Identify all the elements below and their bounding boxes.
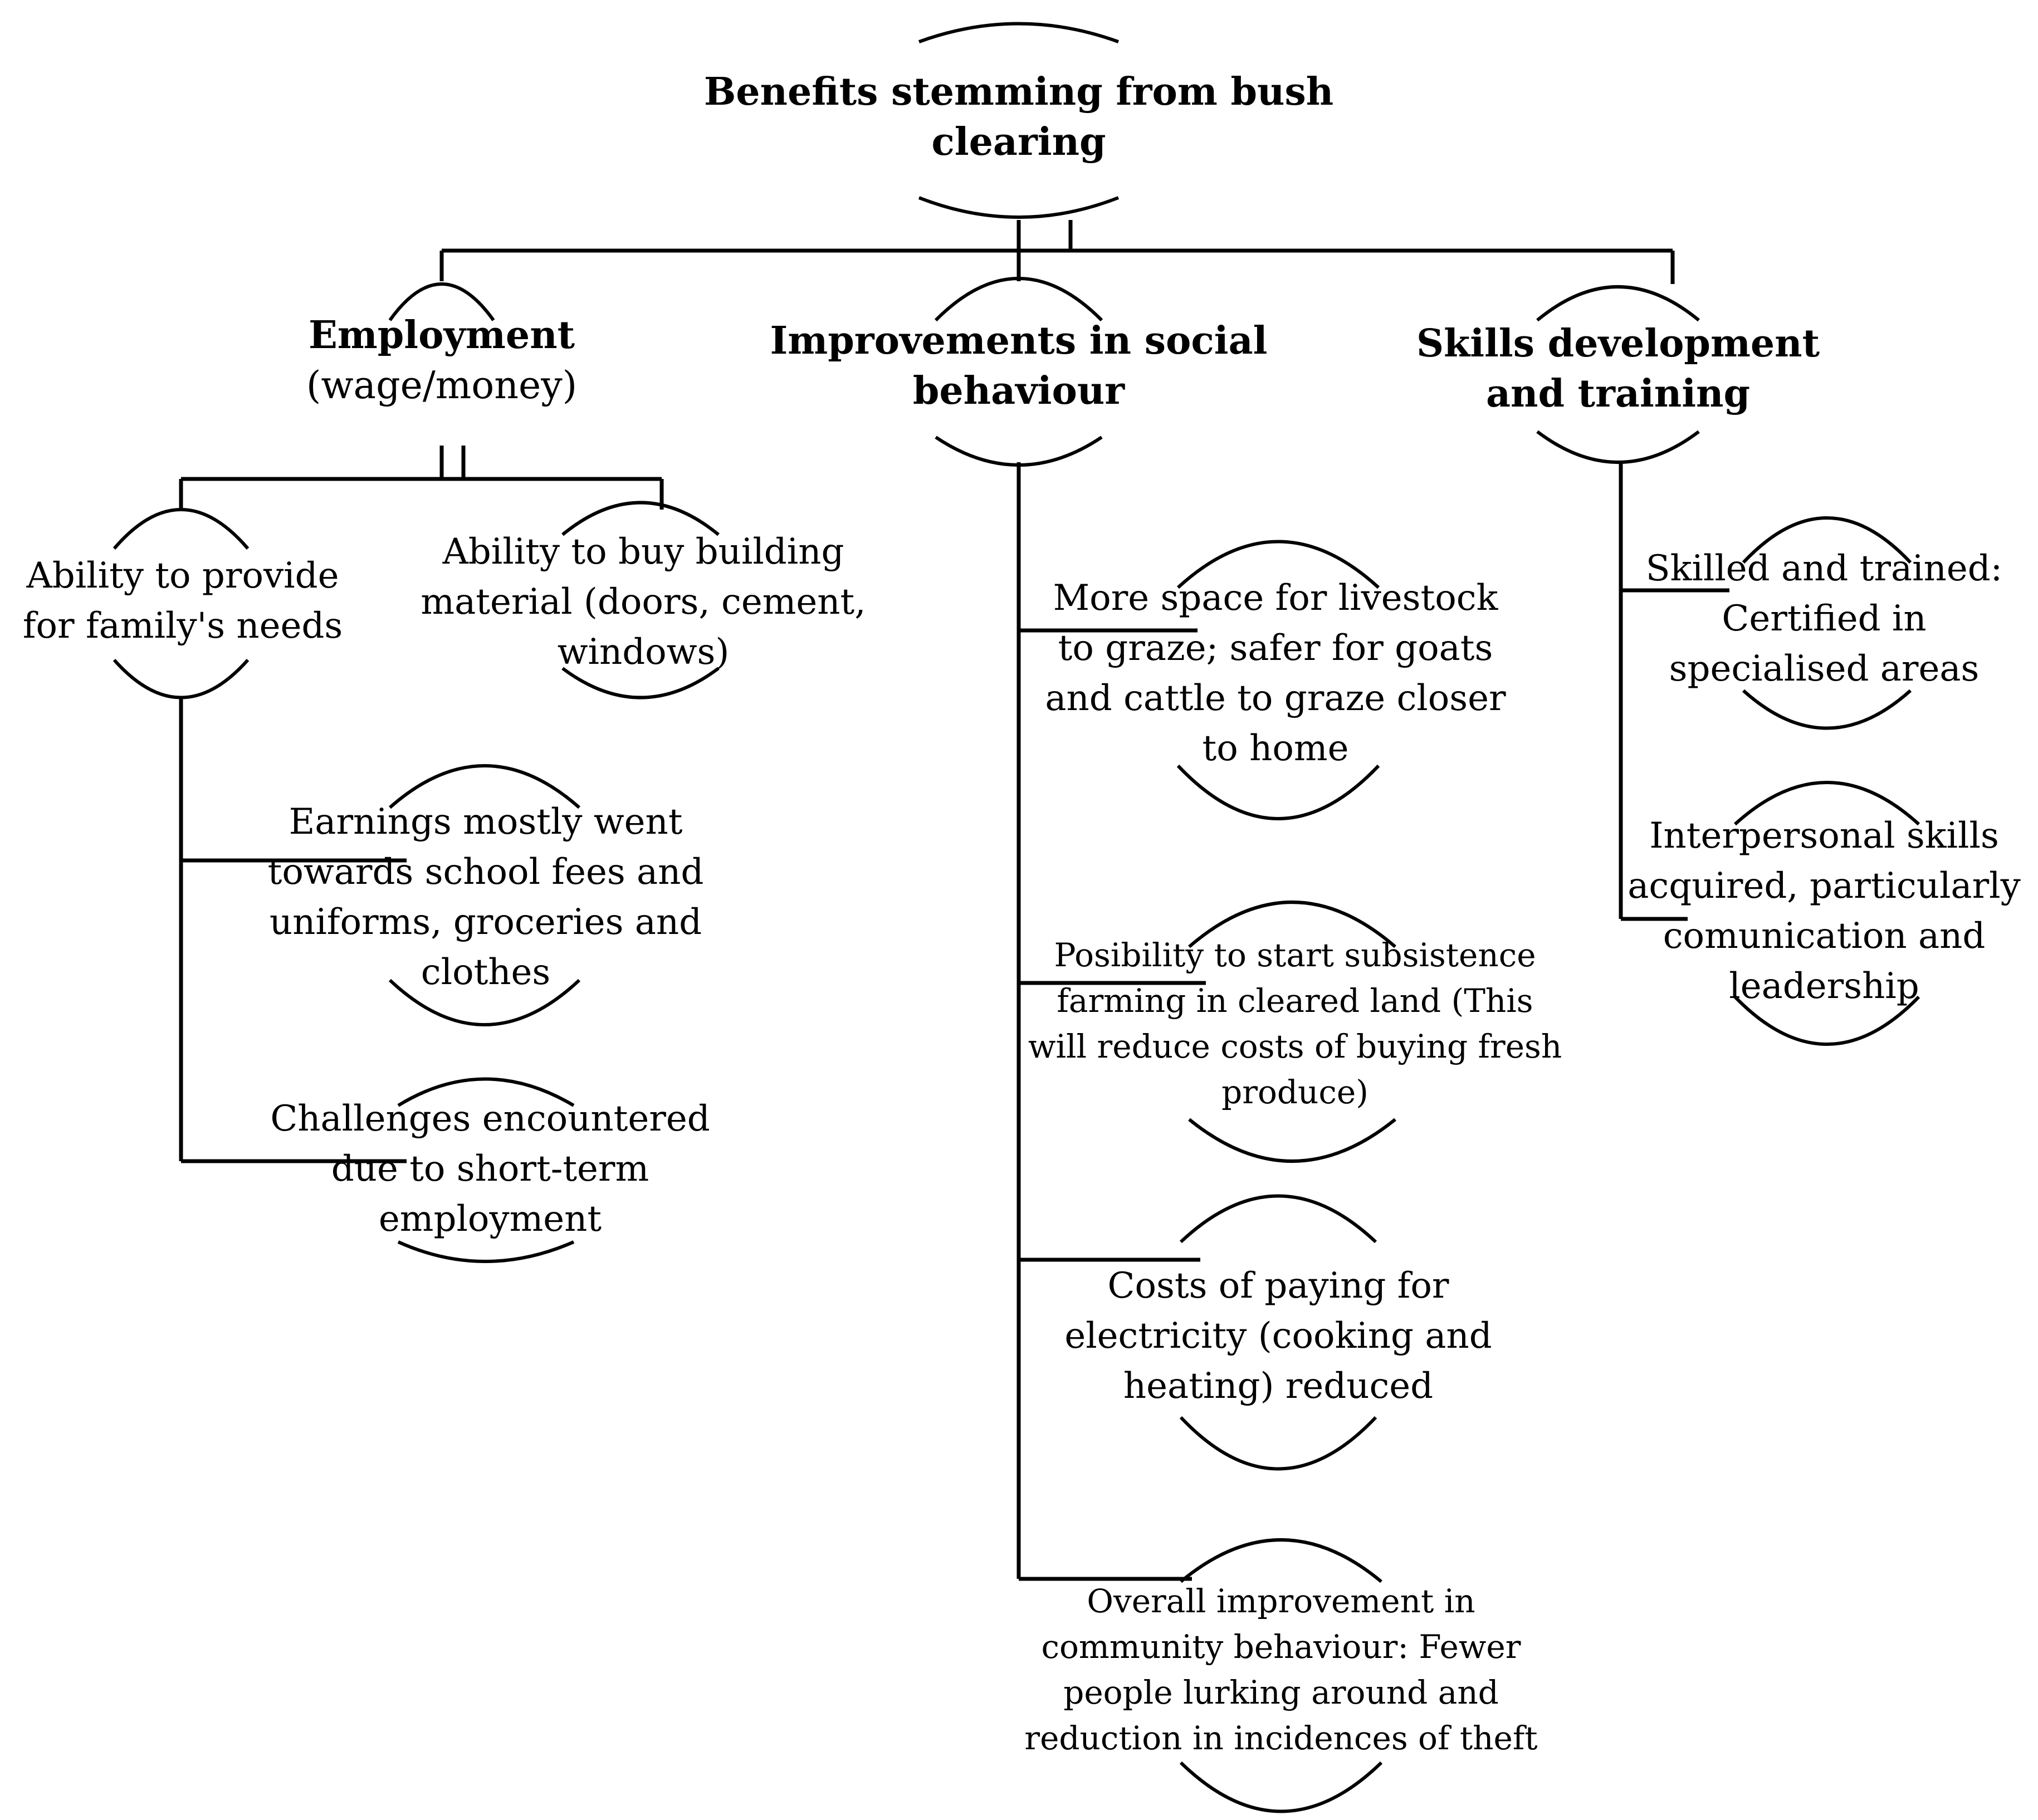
building-node: Ability to buy building material (doors,… xyxy=(421,531,866,673)
community-arc-top xyxy=(1180,1538,1382,1583)
root-label-line-2: clearing xyxy=(931,120,1106,164)
earnings-arc-bottom xyxy=(388,979,581,1026)
root-node: Benefits stemming from bush clearing xyxy=(704,70,1333,164)
root-arc-top xyxy=(918,22,1120,43)
livestock-arc-bottom xyxy=(1176,764,1380,820)
earnings-line-1: Earnings mostly went xyxy=(289,801,683,843)
social-arc-top xyxy=(934,277,1103,322)
earnings-line-4: clothes xyxy=(421,952,551,993)
interpersonal-line-4: leadership xyxy=(1729,966,1919,1007)
earnings-node: Earnings mostly went towards school fees… xyxy=(268,801,704,993)
livestock-arc-top xyxy=(1176,540,1380,589)
earnings-line-2: towards school fees and xyxy=(268,852,704,893)
community-line-3: people lurking around and xyxy=(1063,1674,1499,1711)
earnings-arc-top xyxy=(389,764,580,809)
farming-line-4: produce) xyxy=(1221,1073,1369,1111)
community-arc-bottom xyxy=(1179,1761,1383,1813)
certified-arc-bottom xyxy=(1742,689,1912,730)
farming-arc-top xyxy=(1188,901,1396,948)
building-arc-bottom xyxy=(561,667,720,699)
connector-lines xyxy=(179,220,1729,1581)
provide-line-1: Ability to provide xyxy=(26,555,339,596)
node-arcs xyxy=(113,22,1920,1813)
provide-line-2: for family's needs xyxy=(23,605,343,647)
building-arc-top xyxy=(561,501,720,536)
skills-label-line-2: and training xyxy=(1486,371,1750,416)
interpersonal-arc-top xyxy=(1733,781,1920,826)
livestock-line-2: to graze; safer for goats xyxy=(1058,628,1493,669)
farming-line-2: farming in cleared land (This xyxy=(1057,982,1533,1020)
interpersonal-arc-bottom xyxy=(1733,995,1920,1046)
employment-arc-top xyxy=(388,282,495,321)
skills-arc-bottom xyxy=(1536,430,1700,464)
challenges-line-2: due to short-term xyxy=(331,1148,649,1190)
building-line-3: windows) xyxy=(558,632,730,673)
challenges-arc-top xyxy=(397,1077,575,1107)
community-line-2: community behaviour: Fewer xyxy=(1042,1628,1521,1666)
electricity-arc-bottom xyxy=(1179,1416,1377,1471)
skills-node: Skills development and training xyxy=(1416,321,1820,416)
community-node: Overall improvement in community behavio… xyxy=(1024,1582,1537,1757)
livestock-line-3: and cattle to graze closer xyxy=(1045,678,1506,719)
certified-line-2: Certified in xyxy=(1722,598,1926,639)
skills-arc-top xyxy=(1536,285,1700,322)
challenges-line-3: employment xyxy=(379,1198,602,1240)
farming-arc-bottom xyxy=(1188,1118,1396,1163)
farming-line-3: will reduce costs of buying fresh xyxy=(1028,1028,1562,1065)
challenges-node: Challenges encountered due to short-term… xyxy=(270,1098,710,1240)
livestock-line-4: to home xyxy=(1203,728,1349,769)
provide-arc-top xyxy=(113,508,250,550)
social-node: Improvements in social behaviour xyxy=(770,319,1268,413)
provide-node: Ability to provide for family's needs xyxy=(23,555,343,647)
certified-arc-top xyxy=(1742,516,1912,564)
livestock-line-1: More space for livestock xyxy=(1053,578,1499,619)
certified-line-3: specialised areas xyxy=(1669,648,1980,689)
interpersonal-line-3: comunication and xyxy=(1663,916,1986,957)
farming-line-1: Posibility to start subsistence xyxy=(1054,936,1536,974)
provide-arc-bottom xyxy=(113,659,250,699)
challenges-line-1: Challenges encountered xyxy=(270,1098,710,1139)
electricity-line-1: Costs of paying for xyxy=(1108,1265,1449,1307)
social-label-line-2: behaviour xyxy=(913,369,1125,413)
employment-node: Employment (wage/money) xyxy=(306,313,577,408)
skills-label-line-1: Skills development xyxy=(1416,321,1820,366)
employment-subtitle: (wage/money) xyxy=(306,364,577,408)
electricity-line-2: electricity (cooking and xyxy=(1064,1315,1492,1357)
certified-node: Skilled and trained: Certified in specia… xyxy=(1646,548,2002,689)
social-arc-bottom xyxy=(935,436,1103,467)
electricity-line-3: heating) reduced xyxy=(1123,1366,1433,1407)
social-label-line-1: Improvements in social xyxy=(770,319,1268,363)
root-arc-bottom xyxy=(918,196,1120,219)
interpersonal-node: Interpersonal skills acquired, particula… xyxy=(1628,815,2021,1007)
livestock-node: More space for livestock to graze; safer… xyxy=(1045,578,1506,769)
interpersonal-line-1: Interpersonal skills xyxy=(1649,815,1999,857)
community-line-1: Overall improvement in xyxy=(1087,1582,1475,1620)
building-line-1: Ability to buy building xyxy=(442,531,844,573)
interpersonal-line-2: acquired, particularly xyxy=(1628,865,2021,907)
earnings-line-3: uniforms, groceries and xyxy=(270,902,702,943)
electricity-arc-top xyxy=(1179,1194,1377,1244)
electricity-node: Costs of paying for electricity (cooking… xyxy=(1064,1265,1492,1407)
certified-line-1: Skilled and trained: xyxy=(1646,548,2002,589)
employment-title: Employment xyxy=(309,313,575,358)
building-line-2: material (doors, cement, xyxy=(421,581,866,623)
challenges-arc-bottom xyxy=(397,1240,575,1263)
community-line-4: reduction in incidences of theft xyxy=(1024,1719,1537,1757)
root-label-line-1: Benefits stemming from bush xyxy=(704,70,1333,114)
farming-node: Posibility to start subsistence farming … xyxy=(1028,936,1562,1111)
